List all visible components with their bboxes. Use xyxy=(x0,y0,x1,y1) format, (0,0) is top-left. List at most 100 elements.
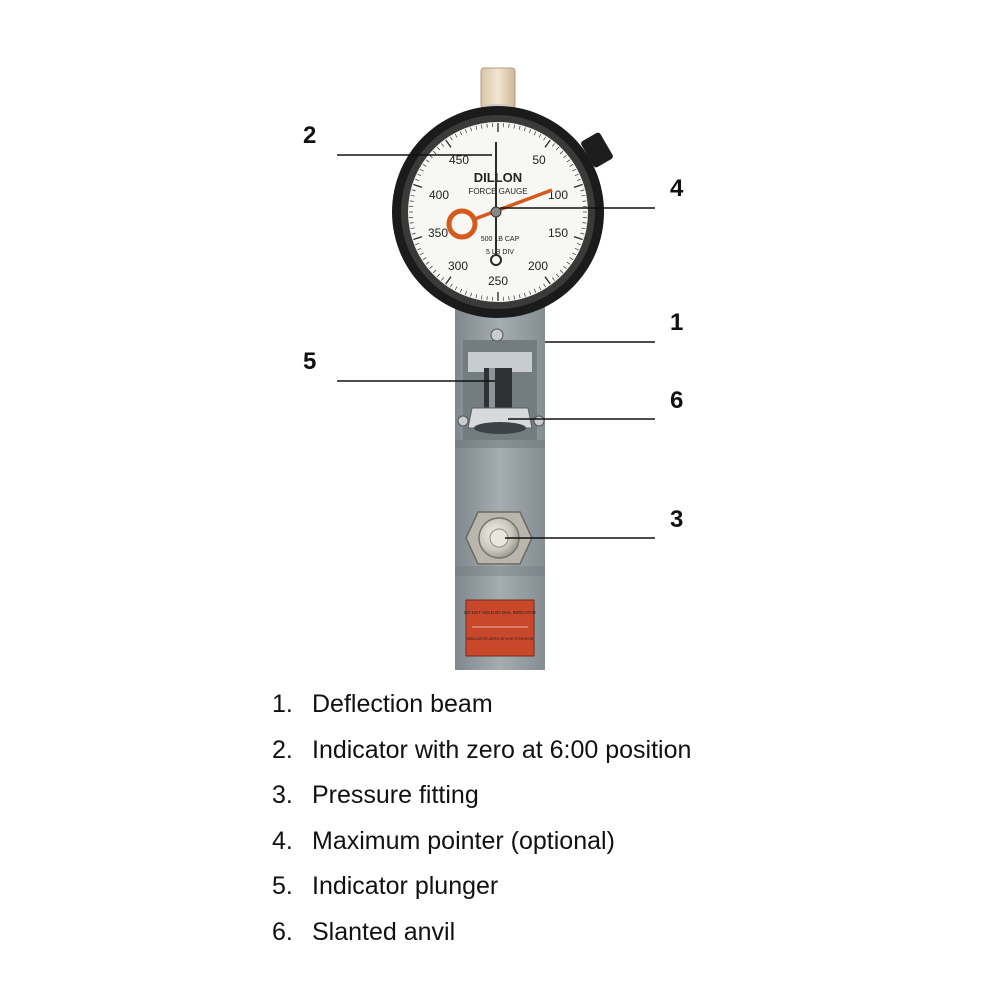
callout-1: 1 xyxy=(670,309,684,336)
dial-tick-marks xyxy=(409,123,587,301)
dial-tick xyxy=(422,164,427,167)
dial-tick xyxy=(538,286,542,291)
dial-tick xyxy=(450,283,453,288)
dial-tick xyxy=(573,183,583,188)
dial-tick xyxy=(551,143,556,147)
legend-item-number: 3. xyxy=(272,781,293,809)
indicator-needle xyxy=(490,142,502,266)
slanted-anvil xyxy=(457,407,545,434)
dial-tick xyxy=(572,252,577,256)
legend-item: 6.Slanted anvil xyxy=(272,912,691,958)
dial-tick xyxy=(513,295,516,300)
dial-tick xyxy=(580,189,585,192)
dial-tick xyxy=(543,136,546,141)
dial-tick xyxy=(513,124,516,129)
dial-tick xyxy=(574,173,579,177)
callout-6: 6 xyxy=(670,387,684,414)
dial-tick xyxy=(415,178,420,182)
dial-tick xyxy=(576,242,581,246)
dial-tick xyxy=(417,247,422,251)
dial-tick xyxy=(543,283,546,288)
legend-item-text: Slanted anvil xyxy=(312,917,456,946)
dial-number-450: 450 xyxy=(449,153,469,167)
warning-label-bottom-text: INDICATOR ZERO AT 6:00 POSITION xyxy=(467,636,534,641)
dial-division-text: 5 LB DIV xyxy=(486,249,514,256)
dial-tick xyxy=(528,290,532,295)
dial-tick xyxy=(445,276,452,285)
dial-tick xyxy=(569,164,574,167)
dial-tick xyxy=(559,150,564,155)
legend-item: 5.Indicator plunger xyxy=(272,866,691,912)
force-gauge-illustration: DO NOT HOLD BY DIAL INDICATOR INDICATOR … xyxy=(337,67,655,670)
dial-tick xyxy=(566,261,571,265)
dial-tick xyxy=(464,129,468,134)
callout-4: 4 xyxy=(670,175,684,202)
dial-tick xyxy=(454,286,458,291)
dial-tick xyxy=(559,269,564,274)
warning-label: DO NOT HOLD BY DIAL INDICATOR INDICATOR … xyxy=(464,599,536,657)
dial-tick xyxy=(555,146,560,151)
legend-item: 3.Pressure fitting xyxy=(272,775,691,821)
dial-number-100: 100 xyxy=(548,188,568,202)
dial-tick xyxy=(581,194,586,197)
dial-number-200: 200 xyxy=(528,259,548,273)
dial-number-50: 50 xyxy=(532,153,546,167)
dial-tick xyxy=(413,236,423,241)
dial-tick xyxy=(417,173,422,177)
maximum-pointer xyxy=(446,188,553,240)
callout-5: 5 xyxy=(303,348,317,375)
dial-tick xyxy=(411,232,416,235)
dial-tick xyxy=(440,277,445,281)
indicator-plunger xyxy=(484,368,512,410)
dial-tick xyxy=(563,154,567,159)
dial-tick xyxy=(409,200,414,202)
dial-tick xyxy=(533,288,537,293)
dial-tick xyxy=(464,290,468,295)
legend-item-number: 1. xyxy=(272,690,293,718)
legend-item: 1. Deflection beam xyxy=(272,684,691,730)
dial-tick xyxy=(411,189,416,192)
legend-item-text: Deflection beam xyxy=(312,690,493,718)
dial-tick xyxy=(413,183,423,188)
dial-tick xyxy=(580,232,585,235)
dial-tick xyxy=(410,194,415,197)
dial-tick xyxy=(459,131,463,136)
dial-tick xyxy=(425,159,430,163)
dial-tick xyxy=(470,127,473,132)
legend-item-text: Maximum pointer (optional) xyxy=(312,826,615,855)
dial-tick xyxy=(528,129,532,134)
dial-tick xyxy=(475,125,478,130)
dial-tick xyxy=(445,139,452,148)
dial-tick xyxy=(459,288,463,293)
dial-tick xyxy=(425,261,430,265)
legend-item-text: Indicator with zero at 6:00 position xyxy=(312,735,692,764)
dial-tick xyxy=(432,150,437,155)
dial-tick xyxy=(581,227,586,230)
dial-number-400: 400 xyxy=(429,188,449,202)
dial-model-text: FORCE GAUGE xyxy=(468,187,527,196)
dial-tick xyxy=(486,123,488,128)
dial-indicator: 450 50 400 100 350 150 300 200 250 DILLO… xyxy=(392,106,604,318)
dial-tick xyxy=(475,294,478,299)
legend-item-text: Indicator plunger xyxy=(312,872,499,900)
dial-tick xyxy=(419,168,424,172)
bezel-lock-knob xyxy=(581,132,613,168)
legend-item-number: 2. xyxy=(272,735,293,764)
dial-tick xyxy=(450,136,453,141)
dial-tick xyxy=(544,139,551,148)
dial-tick xyxy=(436,273,441,278)
dial-brand-text: DILLON xyxy=(474,170,522,185)
dial-tick xyxy=(486,296,488,301)
callout-3: 3 xyxy=(670,506,684,533)
dial-tick xyxy=(563,265,567,270)
dial-tick xyxy=(538,133,542,138)
leader-lines xyxy=(337,154,655,539)
dial-tick xyxy=(432,269,437,274)
dial-tick xyxy=(566,159,571,163)
dial-tick xyxy=(576,178,581,182)
dial-tick xyxy=(508,296,510,301)
dial-tick xyxy=(574,247,579,251)
dial-number-350: 350 xyxy=(428,226,448,240)
dial-tick xyxy=(551,277,556,281)
dial-tick xyxy=(523,127,526,132)
